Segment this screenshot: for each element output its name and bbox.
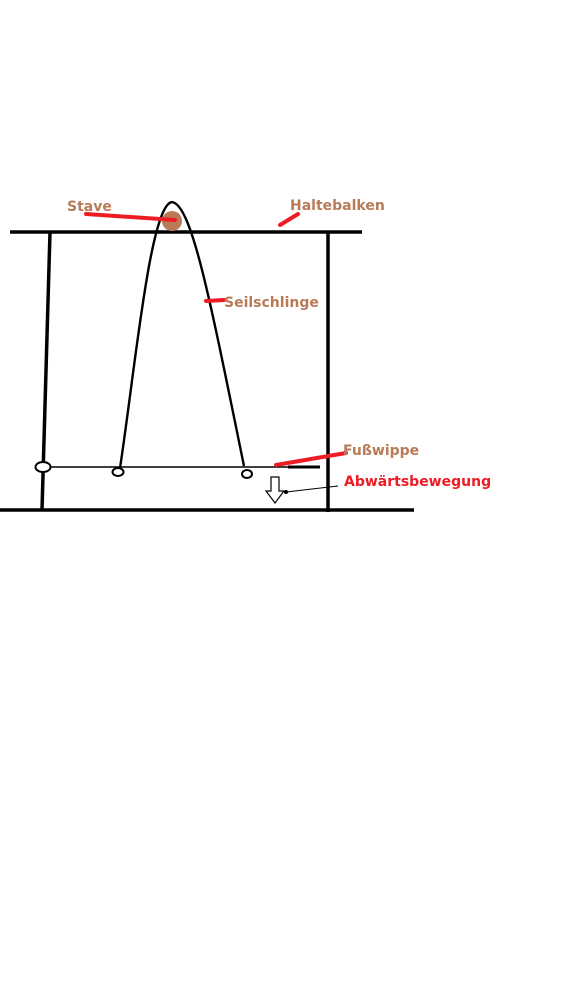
label-stave: Stave [67,199,112,215]
fusswippe-pointer [274,451,348,467]
label-haltebalken: Haltebalken [290,198,385,214]
haltebalken-pointer [278,212,300,227]
label-fusswippe: Fußwippe [343,443,419,459]
seilschlinge-pointer [204,298,226,303]
loop-eyelet-left [111,467,125,477]
label-abwaertsbewegung: Abwärtsbewegung [344,474,491,490]
abwaertsbewegung-connector-dot [284,490,288,494]
abwaertsbewegung-connector [285,485,339,493]
label-seilschlinge: Seilschlinge [224,295,319,311]
stave-pointer [84,212,177,222]
treadle-pivot [34,461,52,473]
rope-loop [118,200,246,469]
down-arrow-icon [264,476,286,504]
loop-eyelet-right [241,469,253,479]
